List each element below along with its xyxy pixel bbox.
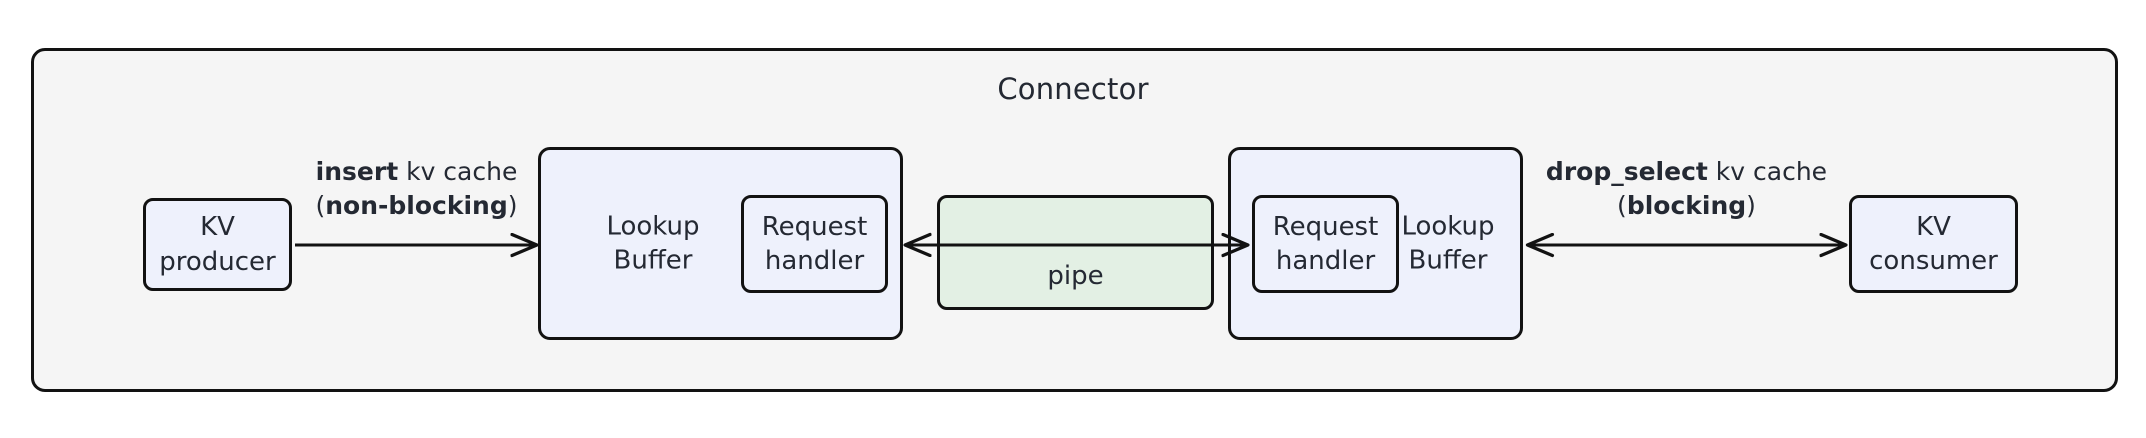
node-lookup-buffer-right-label: Lookup Buffer [1388,209,1508,278]
edge-label-drop-select-mode: blocking [1626,191,1747,220]
edge-label-insert-mode: non-blocking [325,191,508,220]
edge-label-drop-select-line1: drop_select kv cache [1527,155,1846,189]
node-kv-producer-label: KV producer [159,210,276,279]
edge-label-insert-paren-open: ( [315,191,326,220]
node-kv-consumer-label: KV consumer [1869,210,1998,279]
edge-label-drop-select-paren-open: ( [1617,191,1627,220]
edge-label-insert-paren-close: ) [507,191,518,220]
connector-title: Connector [997,72,1149,106]
node-request-handler-left: Request handler [741,195,888,293]
node-kv-producer-line1: KV [200,212,235,243]
node-kv-producer: KV producer [143,198,292,291]
node-pipe: pipe [937,195,1214,310]
node-request-handler-right-line1: Request [1272,211,1379,242]
edge-label-drop-select-paren-close: ) [1746,191,1756,220]
edge-label-insert-line1: insert kv cache [295,155,538,189]
edge-label-drop-select-line2: (blocking) [1527,189,1846,223]
edge-label-drop-select-object: kv cache [1707,157,1828,186]
node-lookup-buffer-left-label: Lookup Buffer [565,209,741,278]
node-kv-consumer-line2: consumer [1869,246,1998,276]
edge-label-insert: insert kv cache (non-blocking) [295,155,538,223]
node-request-handler-right-line2: handler [1275,246,1376,276]
node-kv-consumer: KV consumer [1849,195,2018,293]
node-lookup-buffer-left-line2: Buffer [613,245,693,276]
edge-label-drop-select-op: drop_select [1545,157,1708,186]
node-request-handler-right-label: Request handler [1273,210,1379,279]
node-kv-consumer-line1: KV [1916,211,1951,242]
node-request-handler-left-label: Request handler [762,210,868,279]
edge-label-insert-line2: (non-blocking) [295,189,538,223]
node-lookup-buffer-right-line1: Lookup [1401,211,1495,242]
edge-label-insert-object: kv cache [398,157,518,186]
node-lookup-buffer-right: Request handler Lookup Buffer [1228,147,1523,340]
node-request-handler-right: Request handler [1252,195,1399,293]
node-kv-producer-line2: producer [159,246,276,277]
node-pipe-label: pipe [1047,260,1104,291]
edge-label-drop-select: drop_select kv cache (blocking) [1527,155,1846,223]
node-request-handler-left-line1: Request [761,211,868,242]
node-lookup-buffer-right-line2: Buffer [1408,245,1488,276]
edge-label-insert-op: insert [315,157,399,186]
node-lookup-buffer-left-line1: Lookup [606,211,700,242]
node-request-handler-left-line2: handler [764,246,865,276]
node-lookup-buffer-left: Lookup Buffer Request handler [538,147,903,340]
